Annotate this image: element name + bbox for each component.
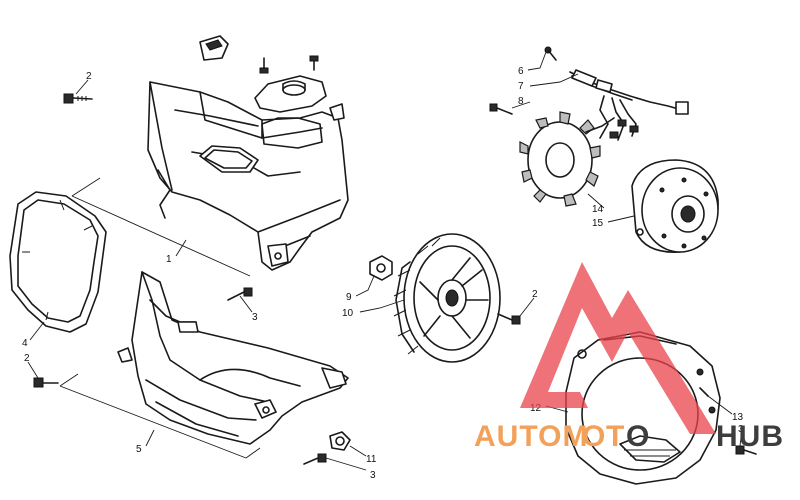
svg-text:AUTOM: AUTOM: [474, 420, 588, 453]
upper-fan-shroud: [147, 35, 349, 271]
callout-12: 12: [530, 403, 542, 414]
watermark-logo: [520, 262, 716, 434]
bolt-2-left: [33, 377, 59, 388]
callout-4: 4: [22, 338, 28, 349]
callout-3-bottom: 3: [370, 470, 376, 481]
screw-top-2: [309, 55, 319, 71]
callout-3-middle: 3: [252, 312, 258, 323]
flywheel: [631, 159, 719, 253]
callout-8: 8: [518, 96, 524, 107]
bolt-8: [489, 103, 513, 115]
screw-13: [699, 387, 709, 397]
clamp: [329, 431, 351, 451]
callout-1: 1: [166, 254, 172, 265]
alignment-lines: [59, 177, 261, 459]
callout-11: 11: [366, 454, 377, 465]
callout-6: 6: [518, 66, 524, 77]
gasket: [9, 191, 107, 333]
callout-2-right: 2: [532, 289, 538, 300]
callout-10: 10: [342, 308, 354, 319]
stator: [519, 111, 615, 207]
svg-text:T: T: [606, 420, 625, 453]
callout-9: 9: [346, 292, 352, 303]
watermark-text: AUTOM O T O HUB: [474, 420, 784, 453]
callout-3-right: 3: [738, 424, 744, 435]
callout-13: 13: [732, 412, 744, 423]
bolt-2-right: [497, 313, 521, 325]
callout-5: 5: [136, 444, 142, 455]
bolt-2-top-left: [63, 93, 93, 104]
callout-14: 14: [592, 204, 604, 215]
callout-2-left: 2: [24, 353, 30, 364]
callout-2-top: 2: [86, 71, 92, 82]
flywheel-nut: [369, 255, 393, 281]
bolt-3-bottom: [303, 453, 327, 465]
callout-15: 15: [592, 218, 604, 229]
callout-7: 7: [518, 81, 524, 92]
svg-text:O: O: [582, 420, 606, 453]
bolt-3-middle: [227, 287, 253, 301]
lower-shroud: [117, 271, 349, 445]
screw-top-1: [259, 57, 269, 74]
svg-text:HUB: HUB: [716, 420, 784, 453]
svg-text:O: O: [626, 420, 650, 453]
callout-labels: 1 2 2 2 3 3 3 4 5 6 7 8 9 10 11 12 13: [22, 51, 744, 481]
cooling-fan: [393, 233, 501, 363]
